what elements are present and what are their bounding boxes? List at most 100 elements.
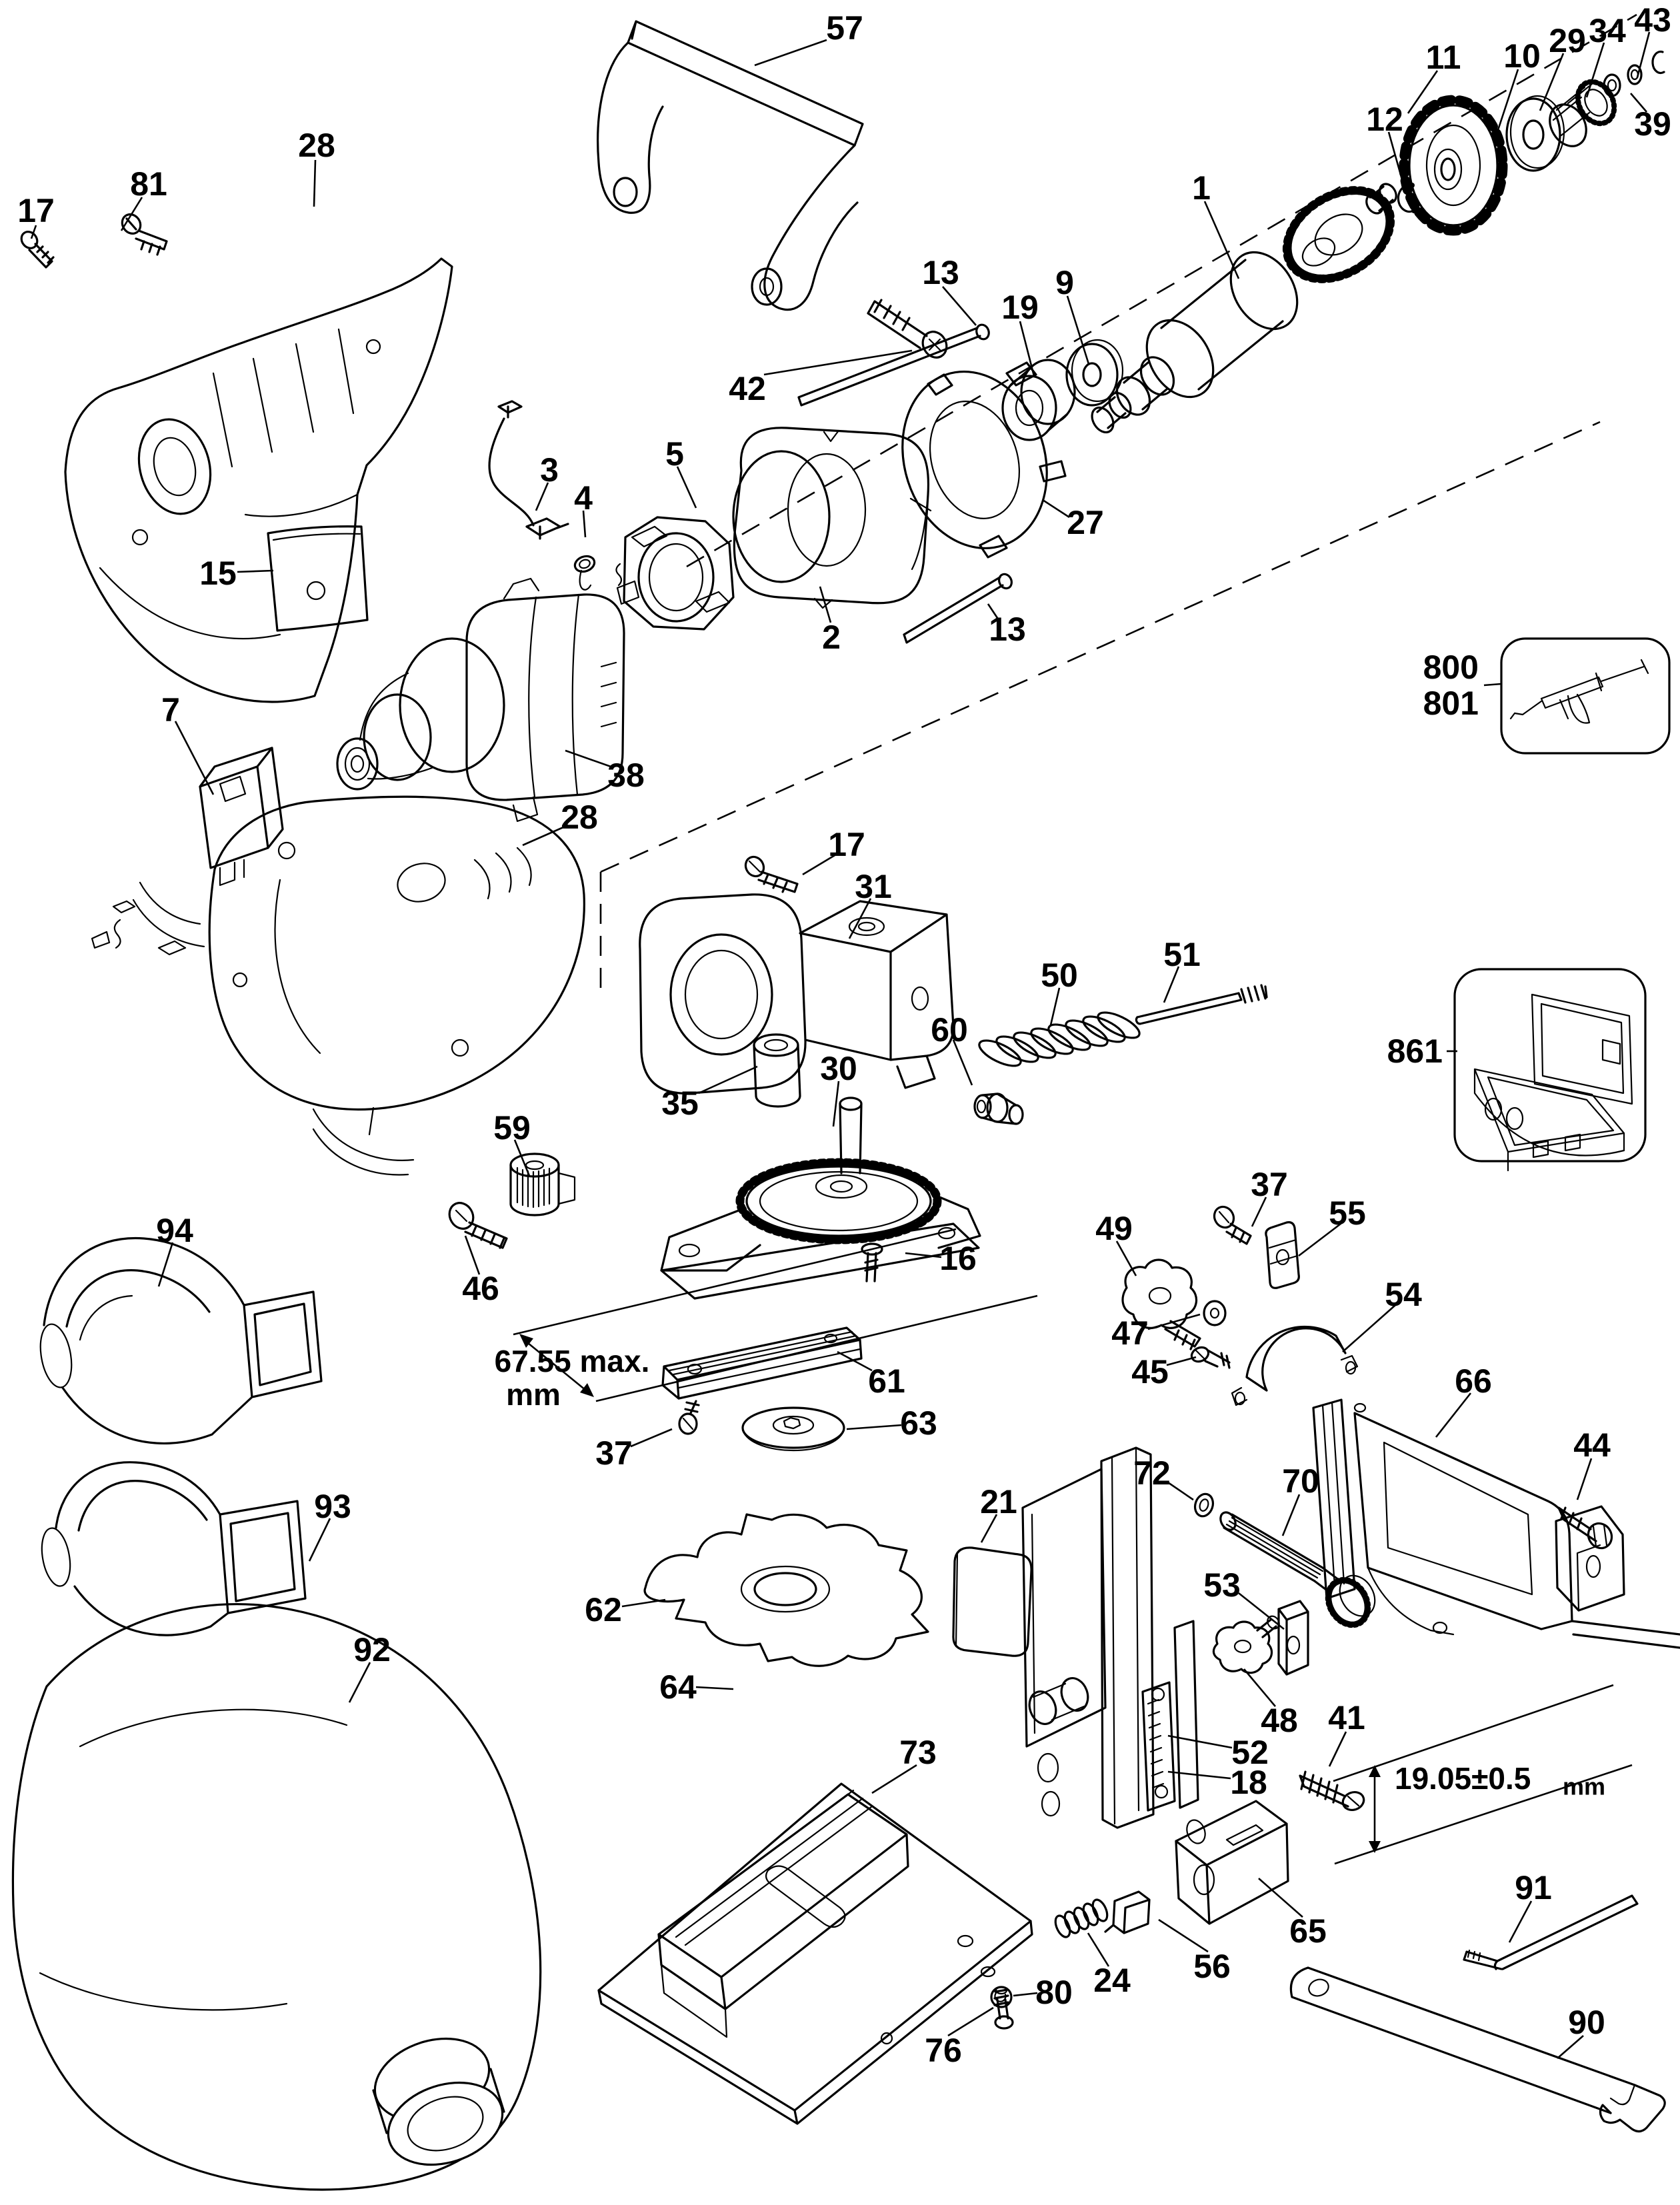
- leader-line-92: [348, 1662, 371, 1703]
- sleeve-35: [753, 1033, 801, 1108]
- part-label-64: 64: [659, 1668, 697, 1706]
- part-label-27: 27: [1067, 504, 1104, 541]
- elbow-adapter-93: [41, 1461, 307, 1636]
- dimension-arrowhead: [580, 1383, 594, 1397]
- part-label-19: 19: [1001, 289, 1039, 326]
- leader-line-81: [120, 197, 143, 231]
- leader-line-52: [1167, 1734, 1233, 1749]
- shoe-base-73: [597, 1782, 1033, 2125]
- leader-line-70: [1281, 1494, 1301, 1536]
- pinion-29: [1549, 79, 1617, 147]
- lead-wire-3: [488, 400, 569, 540]
- washer-10: [1505, 95, 1565, 172]
- leader-line-63: [846, 1424, 902, 1430]
- part-label-29: 29: [1549, 22, 1586, 59]
- leader-line-42: [763, 349, 913, 376]
- leader-line-48: [1243, 1668, 1276, 1707]
- gearcase-31: [639, 893, 955, 1095]
- part-label-43: 43: [1634, 1, 1671, 39]
- leader-line-29: [1539, 53, 1565, 111]
- lubricant-kit-box-800-801: [1500, 637, 1671, 755]
- leader-line-66: [1435, 1392, 1472, 1438]
- part-label-60: 60: [931, 1011, 968, 1049]
- leader-line-47: [1147, 1313, 1201, 1330]
- screw-37-fence: [1213, 1205, 1252, 1245]
- screw-17-gearcase: [744, 855, 799, 893]
- part-label-72: 72: [1133, 1454, 1171, 1492]
- slide-block-53: [1277, 1600, 1309, 1676]
- handle-yoke-57: [597, 20, 864, 311]
- leader-line-9: [1066, 295, 1090, 365]
- part-label-28: 28: [298, 127, 335, 164]
- leader-line-7: [174, 721, 215, 795]
- washer-47: [1203, 1300, 1227, 1326]
- part-label-17: 17: [828, 826, 865, 863]
- leader-line-93: [308, 1518, 331, 1562]
- part-label-38: 38: [607, 757, 645, 794]
- fence-assembly-66: [1312, 1398, 1680, 1649]
- leader-line-27: [1042, 499, 1070, 519]
- leader-line-53: [1238, 1592, 1285, 1630]
- screw-81: [121, 213, 168, 256]
- blade-depth-unit: mm: [1563, 1773, 1605, 1800]
- clamp-block-56: [1104, 1890, 1151, 1934]
- part-label-15: 15: [199, 555, 237, 592]
- part-label-81: 81: [130, 165, 167, 203]
- part-label-18: 18: [1230, 1764, 1267, 1801]
- part-label-9: 9: [1055, 264, 1074, 301]
- leader-line-65: [1258, 1878, 1303, 1918]
- o-ring-72: [1193, 1492, 1215, 1518]
- part-label-93: 93: [314, 1488, 351, 1525]
- screw-17-top: [20, 231, 55, 269]
- part-label-7: 7: [161, 691, 180, 729]
- leader-line-51: [1163, 966, 1180, 1003]
- washer-34: [1603, 73, 1621, 97]
- crescent-guide-54: [1231, 1325, 1359, 1406]
- baffle-27: [901, 361, 1067, 559]
- leader-line-46: [464, 1235, 481, 1275]
- part-label-70: 70: [1282, 1462, 1319, 1500]
- pivot-base-65: [1175, 1800, 1289, 1925]
- leader-line-24: [1087, 1932, 1110, 1967]
- part-label-55: 55: [1329, 1194, 1366, 1232]
- leader-line-39: [1630, 93, 1647, 113]
- leader-line-41: [1328, 1731, 1347, 1767]
- dimension-arrowhead: [1369, 1765, 1381, 1777]
- parts-artwork: [11, 20, 1680, 2191]
- dimension-max-cut: 67.55 max. mm: [495, 1228, 1038, 1412]
- part-label-48: 48: [1261, 1702, 1298, 1739]
- part-label-13: 13: [922, 254, 959, 291]
- armature-1: [1091, 183, 1397, 434]
- leader-line-35: [698, 1065, 758, 1095]
- part-label-5: 5: [665, 435, 684, 473]
- fence-bracket-52-18: [1021, 1446, 1199, 1829]
- guide-pin-51: [1135, 984, 1268, 1025]
- part-label-61: 61: [868, 1362, 905, 1400]
- leader-line-43: [1636, 31, 1651, 78]
- wrench-90: [1289, 1966, 1666, 2133]
- part-label-31: 31: [855, 868, 892, 905]
- part-label-44: 44: [1573, 1426, 1611, 1464]
- part-label-13: 13: [989, 611, 1026, 648]
- leader-line-34: [1585, 42, 1605, 98]
- c-clip-12: [1397, 183, 1417, 213]
- leader-line-60: [952, 1039, 973, 1086]
- part-label-56: 56: [1193, 1948, 1231, 1985]
- brush-holder-5: [615, 516, 735, 631]
- leader-line-80: [1013, 1992, 1038, 1997]
- cutter-blade-62: [643, 1513, 929, 1667]
- leader-line-73: [871, 1764, 917, 1794]
- part-label-62: 62: [585, 1591, 622, 1628]
- label-pad-21: [952, 1546, 1033, 1657]
- leader-line-61: [837, 1350, 873, 1372]
- adjust-knob-59: [509, 1152, 576, 1216]
- max-cut-unit: mm: [506, 1377, 561, 1412]
- part-label-861: 861: [1387, 1033, 1443, 1070]
- leader-line-3: [535, 482, 549, 511]
- fan-11: [1399, 95, 1508, 236]
- leader-line-16: [905, 1252, 942, 1258]
- spring-24: [1054, 1898, 1109, 1938]
- part-label-51: 51: [1163, 936, 1201, 973]
- part-label-1: 1: [1192, 169, 1211, 207]
- part-label-24: 24: [1093, 1962, 1131, 1999]
